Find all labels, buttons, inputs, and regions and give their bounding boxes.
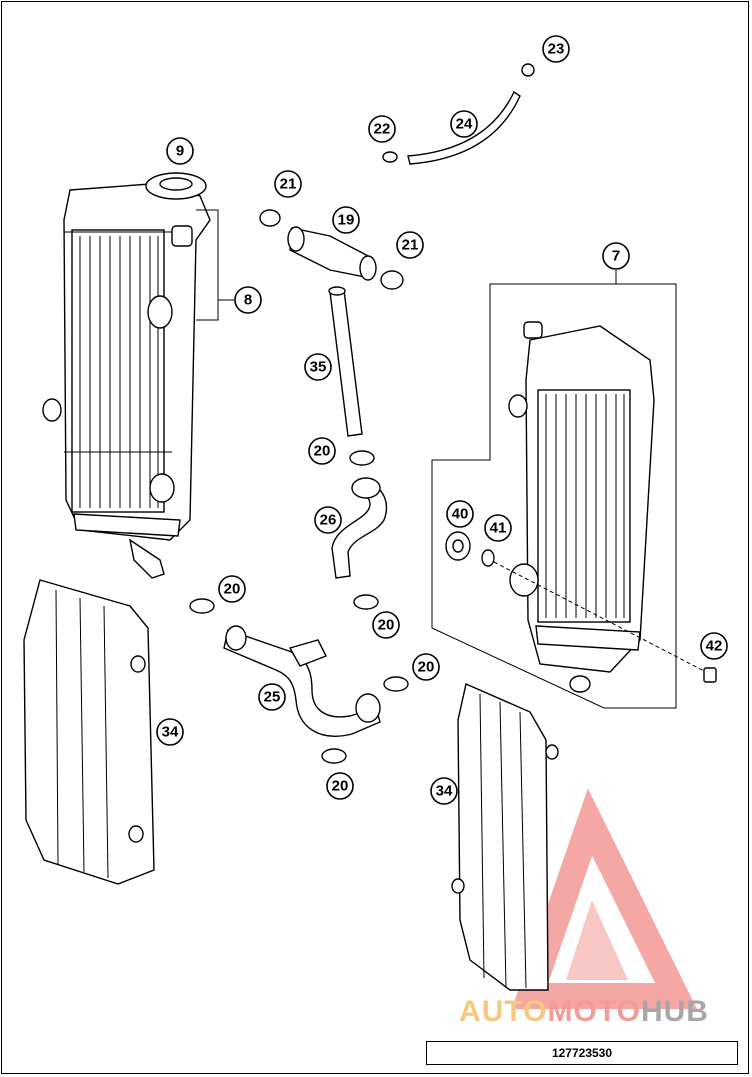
- hose-clamp-20-a: [349, 450, 375, 466]
- hose-clamp-20-c: [189, 598, 215, 614]
- callout-25: 25: [258, 683, 286, 711]
- brand-part-moto: MOTO: [547, 995, 641, 1028]
- svg-text:24: 24: [456, 116, 473, 133]
- callout-20-d: 20: [412, 653, 440, 681]
- callout-34-left: 34: [156, 718, 184, 746]
- svg-text:40: 40: [452, 506, 469, 523]
- brand-part-hub: HUB: [640, 995, 709, 1028]
- svg-text:25: 25: [264, 689, 281, 706]
- reference-number: 127723530: [551, 1046, 613, 1060]
- vent-hose: [407, 90, 521, 165]
- radiator-hose-26: [331, 477, 388, 579]
- hose-clamp-20-d: [383, 676, 409, 692]
- svg-text:35: 35: [310, 359, 327, 376]
- reference-number-box: 127723530: [426, 1041, 738, 1065]
- svg-text:20: 20: [332, 778, 349, 795]
- radiator-hose-25: [223, 625, 381, 737]
- hose-clamp-21-left: [259, 209, 281, 227]
- svg-text:9: 9: [176, 143, 184, 160]
- svg-text:20: 20: [224, 581, 241, 598]
- callout-20-b: 20: [218, 575, 246, 603]
- callout-20-c: 20: [372, 611, 400, 639]
- callout-19: 19: [332, 206, 360, 234]
- svg-text:23: 23: [548, 41, 565, 58]
- svg-text:8: 8: [244, 292, 252, 309]
- svg-text:7: 7: [612, 248, 620, 265]
- brand-part-auto: AUTO: [459, 995, 548, 1028]
- callout-41: 41: [484, 514, 512, 542]
- left-radiator-fins: [79, 236, 159, 508]
- callout-20-e: 20: [326, 772, 354, 800]
- svg-text:22: 22: [374, 121, 391, 138]
- svg-text:19: 19: [338, 212, 355, 229]
- coolant-pipe-35: [328, 286, 363, 437]
- svg-text:41: 41: [490, 520, 507, 537]
- callout-26: 26: [314, 506, 342, 534]
- svg-text:26: 26: [320, 512, 337, 529]
- svg-text:21: 21: [402, 237, 419, 254]
- callout-21-right: 21: [396, 231, 424, 259]
- left-radiator: [42, 183, 211, 579]
- svg-text:42: 42: [706, 638, 723, 655]
- thermostat-housing: [287, 226, 377, 281]
- right-radiator-bracket: [431, 283, 677, 709]
- callout-40: 40: [446, 500, 474, 528]
- leader-8: [196, 209, 219, 321]
- radiator-cap: [145, 172, 207, 200]
- svg-text:34: 34: [436, 783, 453, 800]
- callout-42: 42: [700, 632, 728, 660]
- hose-clamp-20-e: [321, 748, 347, 764]
- washer-41: [481, 549, 495, 567]
- callout-34-right: 34: [430, 777, 458, 805]
- right-radiator-fins: [545, 394, 625, 618]
- svg-text:34: 34: [162, 724, 179, 741]
- radiator-guard-right: [451, 683, 559, 991]
- callout-24: 24: [450, 110, 478, 138]
- callout-23: 23: [542, 35, 570, 63]
- svg-text:21: 21: [280, 176, 297, 193]
- callout-7: 7: [602, 242, 630, 270]
- watermark-logo-icon: [511, 788, 697, 1009]
- callout-20-a: 20: [308, 437, 336, 465]
- right-radiator: [508, 321, 655, 693]
- bolt-axis-line: [493, 561, 707, 673]
- callout-22: 22: [368, 115, 396, 143]
- callout-35: 35: [304, 353, 332, 381]
- hose-clip-22: [382, 151, 398, 163]
- callout-9: 9: [166, 137, 194, 165]
- callout-8: 8: [234, 286, 262, 314]
- radiator-guard-left: [23, 579, 155, 885]
- hose-clamp-21-right: [380, 270, 404, 290]
- svg-text:20: 20: [314, 443, 331, 460]
- hose-clamp-23: [521, 63, 535, 77]
- bolt-42: [703, 667, 717, 683]
- hose-clamp-20-b: [353, 594, 379, 610]
- svg-text:20: 20: [378, 617, 395, 634]
- callout-21-left: 21: [274, 170, 302, 198]
- rubber-grommet-40: [445, 531, 471, 561]
- svg-text:20: 20: [418, 659, 435, 676]
- watermark-brand-text: AUTOMOTOHUB: [424, 994, 744, 1030]
